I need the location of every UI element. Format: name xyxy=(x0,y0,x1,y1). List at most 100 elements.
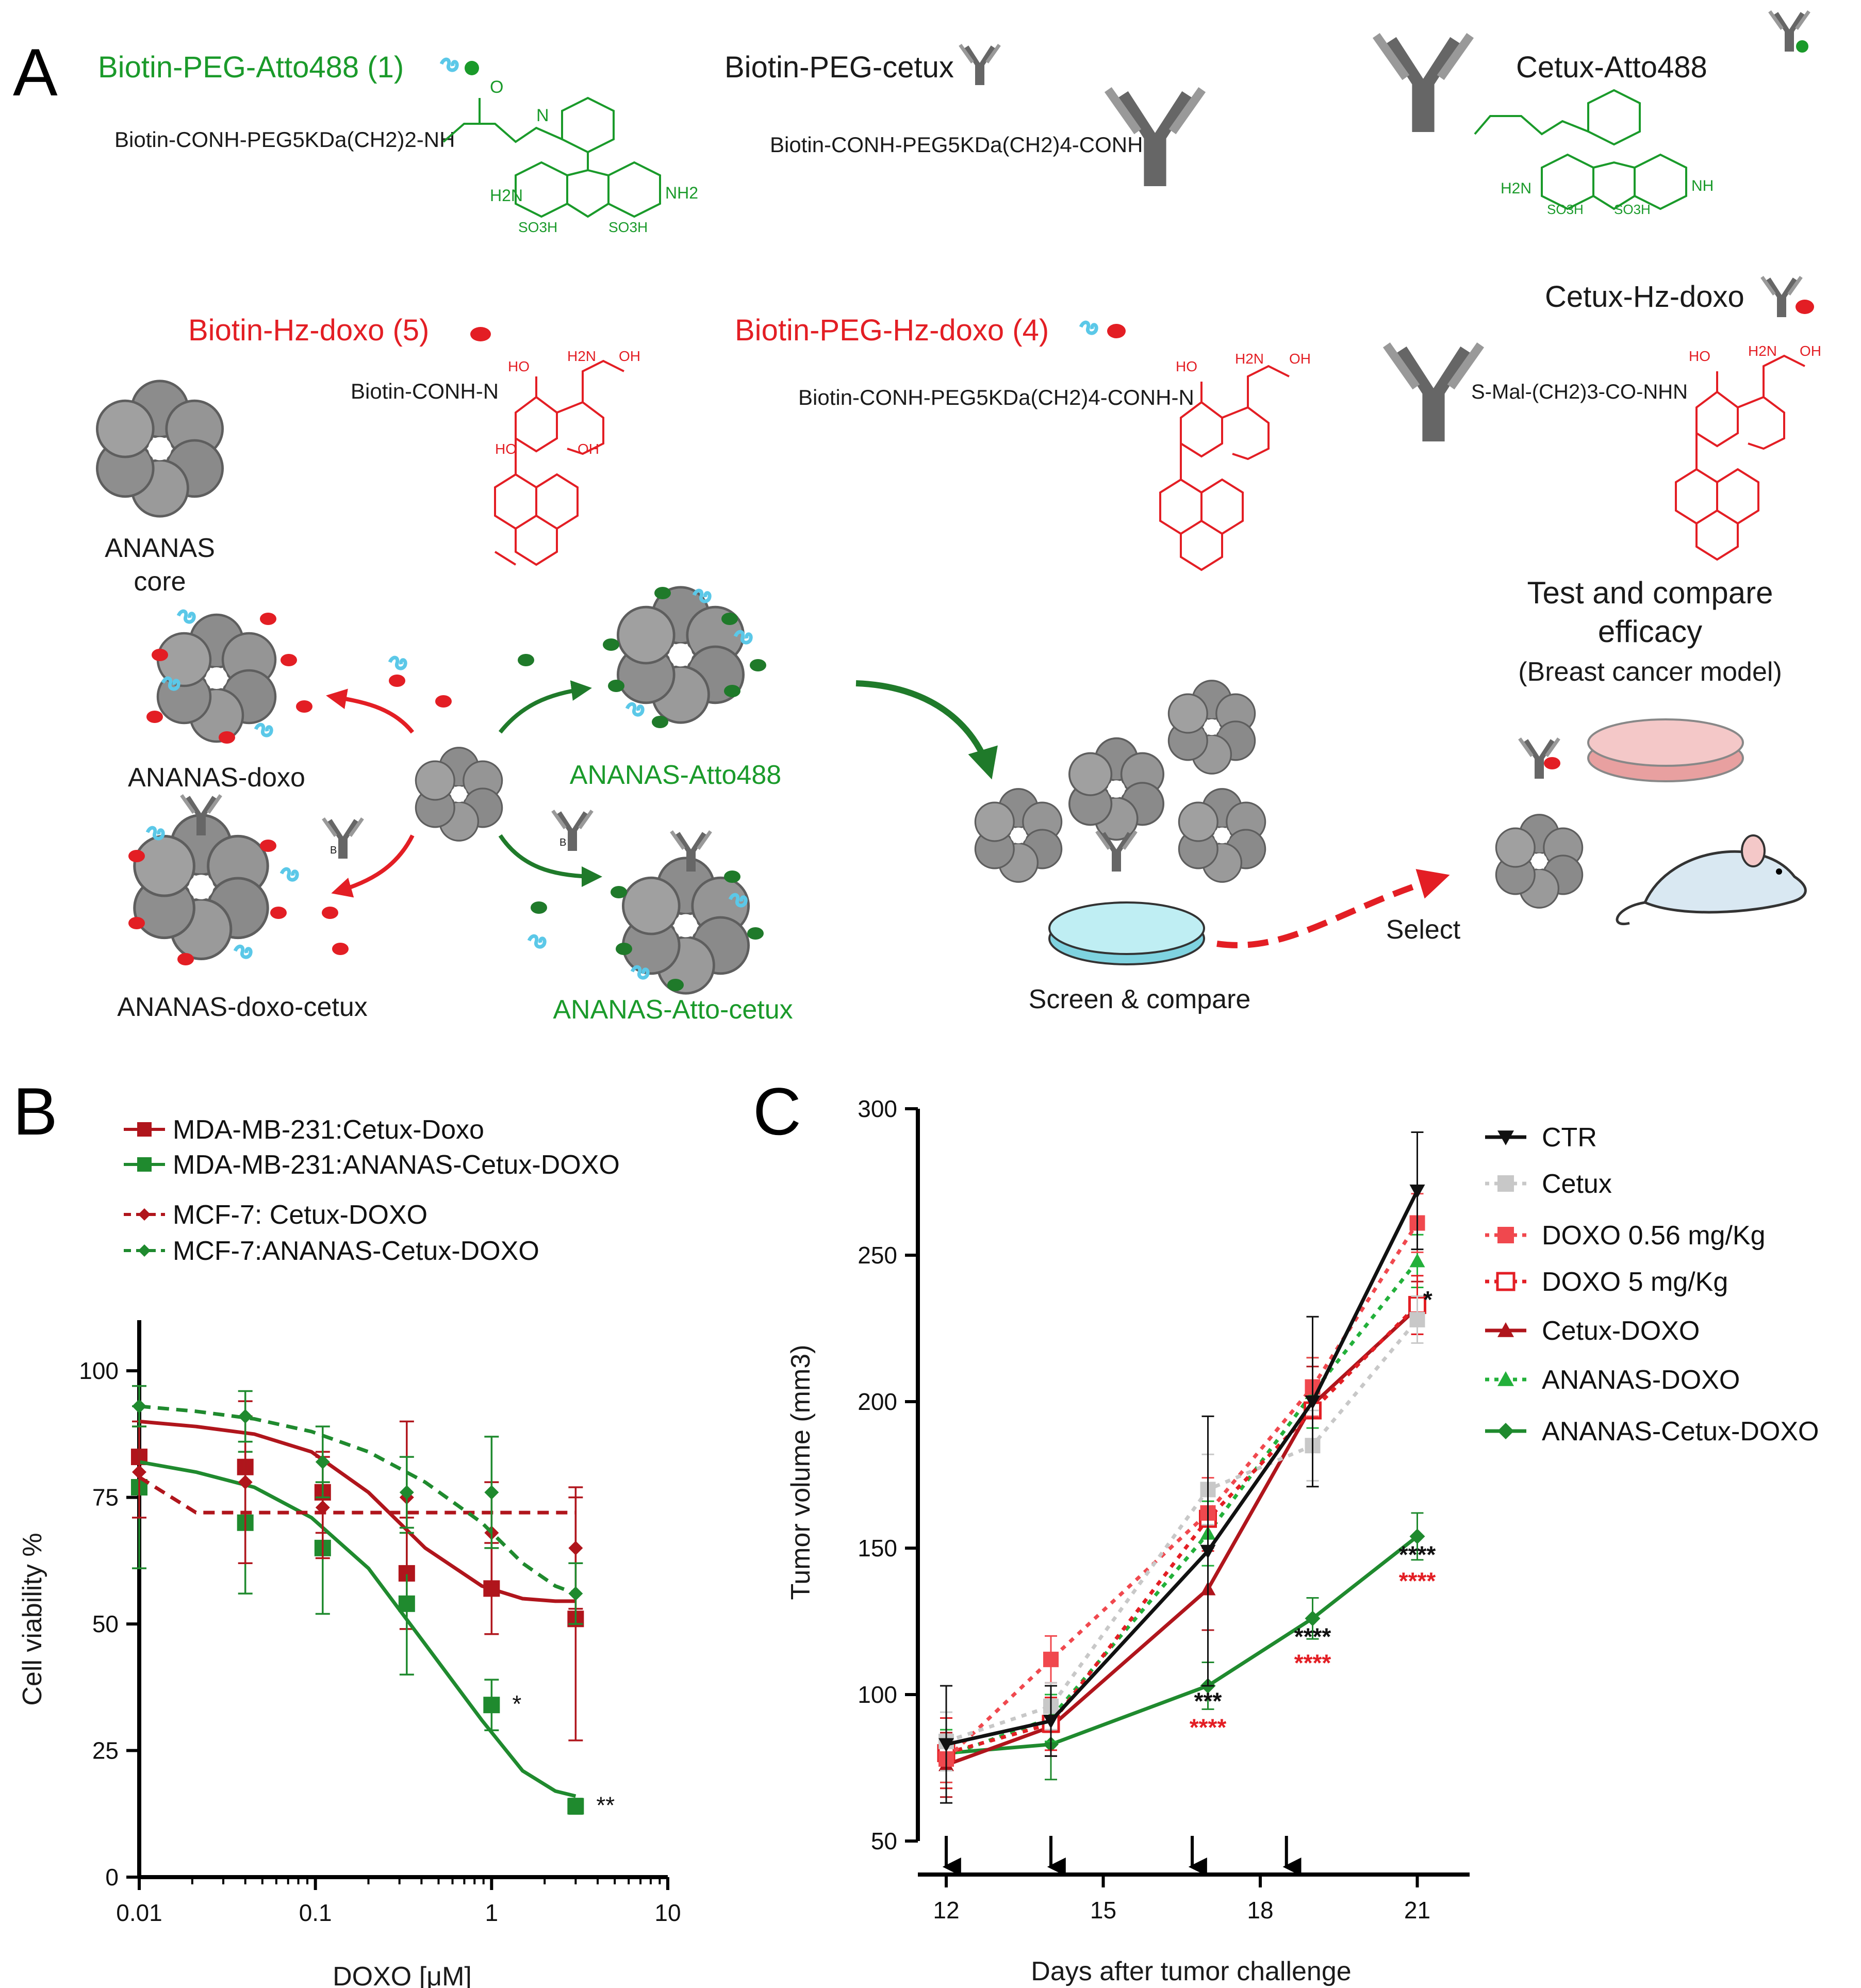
biotin-peg-hz-doxo-title: Biotin-PEG-Hz-doxo (4) xyxy=(735,314,1049,347)
significance-label: *** xyxy=(1194,1687,1222,1714)
data-point xyxy=(315,1454,330,1469)
significance-label: * xyxy=(1423,1286,1432,1313)
peg-icon xyxy=(147,828,163,839)
chem-oh-label: OH xyxy=(578,441,599,457)
cetux-atto-title: Cetux-Atto488 xyxy=(1516,51,1707,84)
chem-h2n-label: H2N xyxy=(490,186,523,205)
legend-entry-label: CTR xyxy=(1542,1123,1597,1153)
peg-icon xyxy=(178,611,194,622)
data-point xyxy=(483,1697,500,1714)
data-point xyxy=(568,1540,583,1555)
chart-c-ylabel: Tumor volume (mm3) xyxy=(786,1344,816,1600)
panel-c-label: C xyxy=(753,1074,801,1149)
peg-icon xyxy=(282,869,297,880)
legend-entry-label: MDA-MB-231:ANANAS-Cetux-DOXO xyxy=(173,1150,620,1180)
chart-b-xlabel: DOXO [μM] xyxy=(333,1962,472,1988)
arrow-to-doxo-cetux xyxy=(331,834,415,898)
legend-swatch-marker xyxy=(137,1157,152,1172)
legend-entry-label: ANANAS-Cetux-DOXO xyxy=(1542,1417,1819,1447)
screen-particle xyxy=(1167,680,1256,775)
legend-swatch-marker xyxy=(1497,1423,1514,1439)
ananas-atto-cetux-label: ANANAS-Atto-cetux xyxy=(553,995,793,1025)
selected-particle xyxy=(1495,814,1584,909)
peg-icon xyxy=(627,704,643,715)
chem-oh-label: OH xyxy=(619,348,640,364)
arrow-to-screen xyxy=(855,680,998,780)
arrow-to-atto xyxy=(498,680,592,734)
x-tick-label: 21 xyxy=(1404,1897,1430,1924)
ananas-doxo-cetux-label: ANANAS-doxo-cetux xyxy=(117,992,368,1022)
y-tick-label: 75 xyxy=(92,1484,119,1511)
legend-entry-label: ANANAS-DOXO xyxy=(1542,1365,1740,1395)
chem-so3h-label: SO3H xyxy=(608,219,648,235)
significance-label: **** xyxy=(1190,1714,1227,1741)
data-point xyxy=(1305,1395,1321,1409)
peg-icon xyxy=(1081,322,1096,333)
x-tick-label: 0.01 xyxy=(116,1899,162,1926)
significance-label: **** xyxy=(1294,1623,1331,1650)
atto488-structure xyxy=(442,96,661,218)
atto488-structure xyxy=(1474,89,1687,210)
data-point xyxy=(1409,1311,1425,1327)
chem-ho-label: HO xyxy=(1689,348,1710,364)
chem-h2n-label: H2N xyxy=(567,348,596,364)
chart-b-legend: MDA-MB-231:Cetux-DoxoMDA-MB-231:ANANAS-C… xyxy=(124,1115,620,1266)
chem-h2n-label: H2N xyxy=(1501,180,1531,197)
atto-decorations xyxy=(531,870,764,991)
significance-label: **** xyxy=(1294,1650,1331,1677)
significance-label: **** xyxy=(1399,1541,1436,1568)
peg-icon xyxy=(529,936,545,947)
data-point xyxy=(398,1595,415,1612)
y-tick-label: 50 xyxy=(871,1828,897,1854)
biotin-peg-atto-title: Biotin-PEG-Atto488 (1) xyxy=(98,51,404,84)
data-point xyxy=(132,1399,146,1414)
arrow-to-atto-cetux xyxy=(498,834,602,887)
data-point xyxy=(1409,1529,1425,1545)
chem-ho-label: HO xyxy=(508,358,530,374)
data-point xyxy=(1043,1651,1059,1667)
doxorubicin-structure-2 xyxy=(1159,365,1290,571)
ananas-doxo-label: ANANAS-doxo xyxy=(128,763,305,793)
legend-swatch-marker xyxy=(138,1208,151,1221)
cetux-hz-doxo-title: Cetux-Hz-doxo xyxy=(1545,280,1744,314)
peg-icon xyxy=(390,658,405,668)
x-tick-label: 12 xyxy=(933,1897,959,1924)
culture-dish-icon xyxy=(1048,901,1205,965)
peg-icon xyxy=(256,725,271,735)
fit-curve xyxy=(139,1419,576,1603)
chart-b-ylabel: Cell viability % xyxy=(18,1533,47,1705)
mouse-icon xyxy=(1616,834,1807,926)
chem-nh2-label: NH2 xyxy=(665,184,698,202)
ananas-atto-label: ANANAS-Atto488 xyxy=(570,760,781,790)
legend-entry-label: DOXO 5 mg/Kg xyxy=(1542,1267,1728,1297)
biotin-b-label: B xyxy=(330,845,337,856)
select-label: Select xyxy=(1386,915,1461,945)
legend-entry-label: MDA-MB-231:Cetux-Doxo xyxy=(173,1115,484,1145)
biotin-peg-cetux-formula: Biotin-CONH-PEG5KDa(CH2)4-CONH xyxy=(770,133,1143,157)
y-tick-label: 100 xyxy=(858,1681,897,1708)
center-core-particle xyxy=(415,747,503,842)
biotin-b-label: B xyxy=(559,837,566,848)
doxo-drug-icon xyxy=(470,327,491,341)
data-point xyxy=(484,1485,499,1500)
y-tick-label: 0 xyxy=(105,1864,119,1891)
biotin-peg-atto-formula: Biotin-CONH-PEG5KDa(CH2)2-NH xyxy=(114,127,455,152)
legend-swatch-marker xyxy=(1497,1130,1514,1145)
doxo-drug-icon xyxy=(1796,300,1814,314)
antibody-icon xyxy=(553,811,592,851)
y-tick-label: 25 xyxy=(92,1737,119,1764)
y-tick-label: 50 xyxy=(92,1611,119,1637)
data-point xyxy=(1409,1253,1425,1268)
legend-entry-label: DOXO 0.56 mg/Kg xyxy=(1542,1221,1766,1251)
biotin-peg-cetux-title: Biotin-PEG-cetux xyxy=(724,51,954,84)
series-line xyxy=(946,1535,1419,1755)
doxorubicin-structure-3 xyxy=(1675,354,1805,561)
chem-o-label: O xyxy=(490,77,503,97)
legend-entry-label: MCF-7:ANANAS-Cetux-DOXO xyxy=(173,1236,539,1266)
y-tick-label: 300 xyxy=(858,1095,897,1122)
fit-curve xyxy=(139,1460,577,1798)
chem-so3h-label: SO3H xyxy=(1614,202,1651,217)
